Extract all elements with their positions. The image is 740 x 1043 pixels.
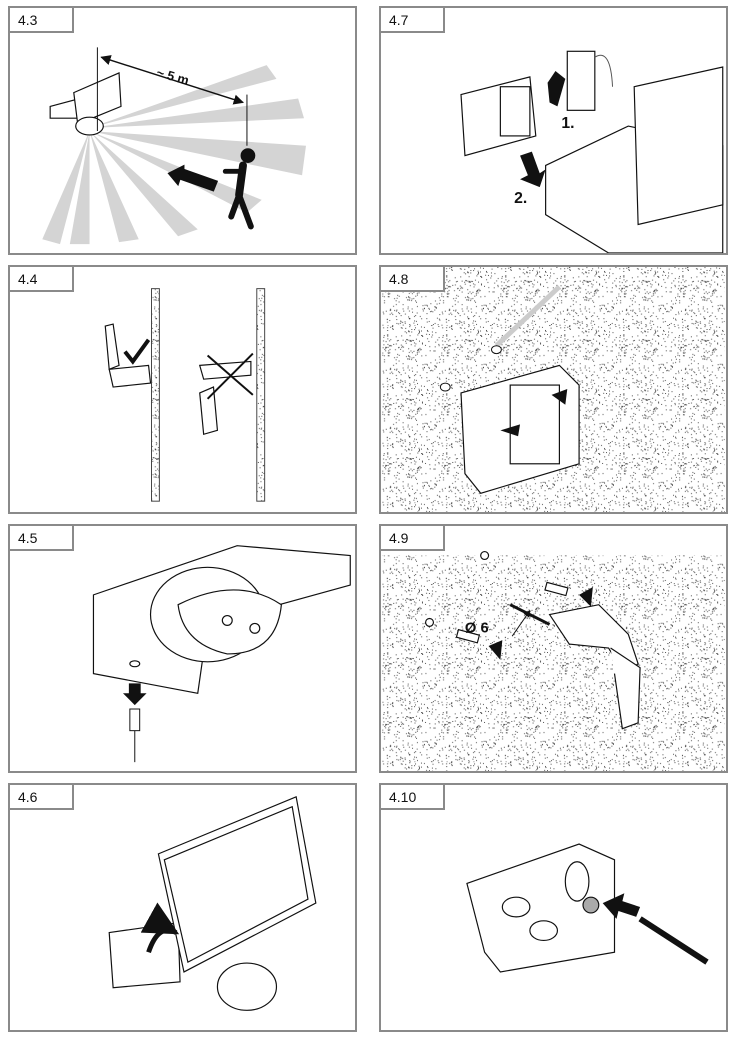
- detection-range-illustration: ~ 5 m: [42, 47, 306, 245]
- terminal-block-illustration: 1. 2.: [460, 50, 724, 253]
- figure-label: 4.8: [381, 267, 445, 292]
- mounting-orientation-illustration: [104, 288, 266, 502]
- figure-4-3: 4.3 ~ 5 m: [8, 6, 357, 255]
- figure-4-10: 4.10: [379, 783, 728, 1032]
- drilling-illustration: Ø 6: [382, 550, 725, 771]
- figure-4-9: 4.9 Ø 6: [379, 524, 728, 773]
- figure-label: 4.9: [381, 526, 445, 551]
- distance-label: ~ 5 m: [155, 64, 191, 88]
- figure-label: 4.5: [10, 526, 74, 551]
- figure-4-7: 4.7 1. 2.: [379, 6, 728, 255]
- lamp-head-adjust-illustration: [108, 795, 317, 1011]
- figure-label: 4.7: [381, 8, 445, 33]
- figure-4-4: 4.4: [8, 265, 357, 514]
- cable-entry-illustration: [466, 843, 709, 973]
- base-mounting-illustration: [382, 267, 725, 512]
- figure-4-6: 4.6: [8, 783, 357, 1032]
- sensor-screw-illustration: [92, 545, 351, 763]
- figure-label: 4.6: [10, 785, 74, 810]
- figure-label: 4.4: [10, 267, 74, 292]
- step-2-label: 2.: [514, 190, 527, 207]
- drill-diameter-label: Ø 6: [465, 620, 489, 636]
- figure-label: 4.10: [381, 785, 445, 810]
- figure-4-8: 4.8: [379, 265, 728, 514]
- figure-label: 4.3: [10, 8, 74, 33]
- step-1-label: 1.: [561, 115, 574, 132]
- figure-4-5: 4.5: [8, 524, 357, 773]
